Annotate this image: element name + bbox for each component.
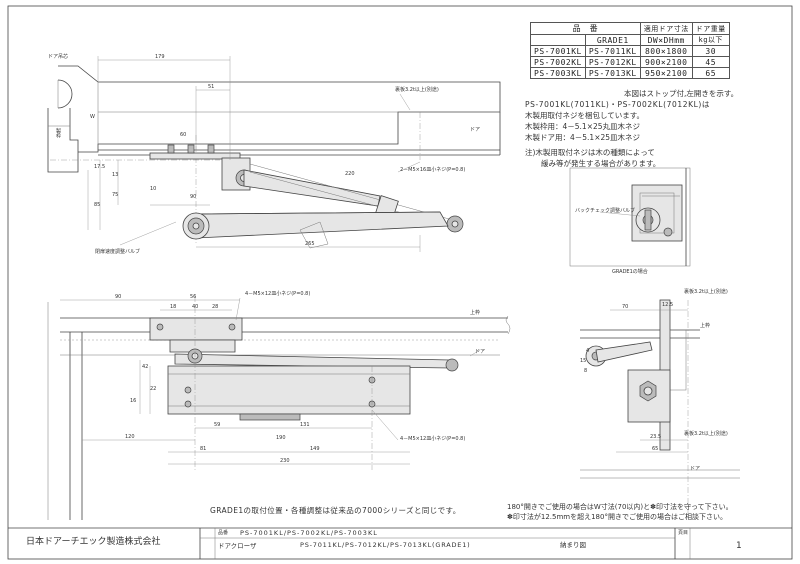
label-back-check: バックチェック調整バルブ bbox=[575, 208, 636, 214]
dim-16: 16 bbox=[130, 398, 136, 404]
dim-28: 28 bbox=[212, 304, 218, 310]
label-m5-bottom: 4－M5×12皿小ネジ(P=0.8) bbox=[400, 436, 466, 442]
dim-23-5: 23.5 bbox=[650, 434, 661, 440]
dim-85: 85 bbox=[94, 202, 100, 208]
table-row: PS-7001KL PS-7011KL 800×1800 30 bbox=[530, 45, 730, 57]
label-door-front: ドア bbox=[475, 349, 486, 355]
page-label: 頁目 bbox=[678, 530, 689, 536]
dim-22: 22 bbox=[150, 386, 156, 392]
note-180-1: 180°開きでご使用の場合はW寸法(70以内)と✽印寸法を守って下さい。 bbox=[507, 503, 733, 511]
dim-17-5: 17.5 bbox=[94, 164, 105, 170]
dim-65: 65 bbox=[652, 446, 658, 452]
spec-table: 品 番 適用ドア寸法 ドア重量 GRADE1 DW×DHmm kg以下 PS-7… bbox=[530, 22, 730, 79]
page-number: 1 bbox=[736, 541, 742, 551]
label-door-hinge: ドア吊芯 bbox=[48, 54, 69, 60]
product-label: ドアクローザ bbox=[218, 542, 257, 550]
dim-230: 230 bbox=[280, 458, 290, 464]
dim-75: 75 bbox=[112, 192, 118, 198]
sheet-border bbox=[7, 5, 793, 560]
plan-detail bbox=[580, 299, 740, 520]
dim-56: 56 bbox=[190, 294, 196, 300]
dim-120: 120 bbox=[125, 434, 135, 440]
grade1-detail bbox=[569, 167, 691, 267]
label-m5-mid: 4－M5×12皿小ネジ(P=0.8) bbox=[245, 291, 311, 297]
note-caution-1: 注)木製用取付ネジは木の種類によって bbox=[525, 148, 655, 157]
dim-13: 13 bbox=[112, 172, 118, 178]
company-name: 日本ドアーチエック製造株式会社 bbox=[26, 537, 161, 547]
note-wood-screw: 木製用取付ネジを梱包しています。 bbox=[525, 111, 645, 120]
dimension-labels: 179 51 220 265 60 17.5 13 75 85 10 90 90… bbox=[94, 54, 673, 464]
note-door-screw: 木製ドア用：4－5.1×25皿木ネジ bbox=[525, 133, 641, 142]
dim-15: 15 bbox=[580, 358, 586, 364]
dim-90: 90 bbox=[190, 194, 196, 200]
note-grade1: GRADE1の取付位置・各種調整は従来品の7000シリーズと同じです。 bbox=[210, 506, 461, 515]
table-row: PS-7003KL PS-7013KL 950×2100 65 bbox=[530, 67, 730, 79]
dim-18: 18 bbox=[170, 304, 176, 310]
note-stop: 本図はストップ付,左開きを示す。 bbox=[624, 89, 739, 98]
label-m5-top: 2－M5×16皿小ネジ(P=0.8) bbox=[400, 167, 466, 173]
label-shim-top: 裏板3.2t以上(別途) bbox=[395, 87, 439, 93]
dim-4: 4 bbox=[586, 348, 589, 354]
dim-90-front: 90 bbox=[115, 294, 121, 300]
dim-265: 265 bbox=[305, 241, 315, 247]
label-valve: 閉扉速度調整バルブ bbox=[95, 249, 141, 255]
dim-40: 40 bbox=[192, 304, 198, 310]
note-frame-screw: 木製枠用：4－5.1×25丸皿木ネジ bbox=[525, 122, 641, 131]
label-top-frame-right: 上枠 bbox=[700, 323, 711, 329]
label-product-frame: 製枠 bbox=[55, 128, 61, 138]
dim-60: 60 bbox=[180, 132, 186, 138]
front-view bbox=[47, 296, 511, 520]
dim-42: 42 bbox=[142, 364, 148, 370]
dim-51: 51 bbox=[208, 84, 214, 90]
dim-179: 179 bbox=[155, 54, 165, 60]
dim-81: 81 bbox=[200, 446, 206, 452]
th-door-weight: ドア重量 bbox=[691, 22, 730, 35]
dim-220: 220 bbox=[345, 171, 355, 177]
label-w: W bbox=[90, 114, 95, 120]
th-dw-dh: DW×DHmm bbox=[639, 34, 693, 46]
note-caution-2: 緩み等が発生する場合があります。 bbox=[541, 159, 661, 168]
th-grade1: GRADE1 bbox=[584, 34, 641, 46]
dim-8: 8 bbox=[584, 368, 587, 374]
dim-190: 190 bbox=[276, 435, 286, 441]
dim-131: 131 bbox=[300, 422, 310, 428]
th-hinban: 品 番 bbox=[530, 22, 641, 35]
label-top-frame: 上枠 bbox=[470, 310, 481, 316]
label-door-right: ドア bbox=[690, 466, 701, 472]
dim-12-5: 12.5 bbox=[662, 302, 673, 308]
top-view bbox=[47, 56, 501, 252]
th-door-size: 適用ドア寸法 bbox=[639, 22, 693, 35]
dim-149: 149 bbox=[310, 446, 320, 452]
dim-70: 70 bbox=[622, 304, 628, 310]
label-grade1-case: GRADE1の場合 bbox=[612, 269, 648, 275]
label-shim-right-top: 裏板3.2t以上(別途) bbox=[684, 289, 728, 295]
note-models: PS-7001KL(7011KL)・PS-7002KL(7012KL)は bbox=[525, 100, 711, 109]
table-row: PS-7002KL PS-7012KL 900×2100 45 bbox=[530, 56, 730, 68]
drawing-title: 納まり図 bbox=[560, 541, 586, 549]
models-line-1: PS-7001KL/PS-7002KL/PS-7003KL bbox=[240, 529, 378, 537]
models-line-2: PS-7011KL/PS-7012KL/PS-7013KL(GRADE1) bbox=[300, 541, 471, 549]
dim-59: 59 bbox=[214, 422, 220, 428]
label-door: ドア bbox=[470, 127, 481, 133]
label-shim-right-bottom: 裏板3.2t以上(別途) bbox=[684, 431, 728, 437]
hinban-label: 品番 bbox=[218, 530, 229, 536]
th-kg: kg以下 bbox=[691, 34, 730, 46]
dim-10: 10 bbox=[150, 186, 156, 192]
note-180-2: ✽印寸法が12.5mmを超え180°開きでご使用の場合はご相談下さい。 bbox=[507, 513, 727, 521]
